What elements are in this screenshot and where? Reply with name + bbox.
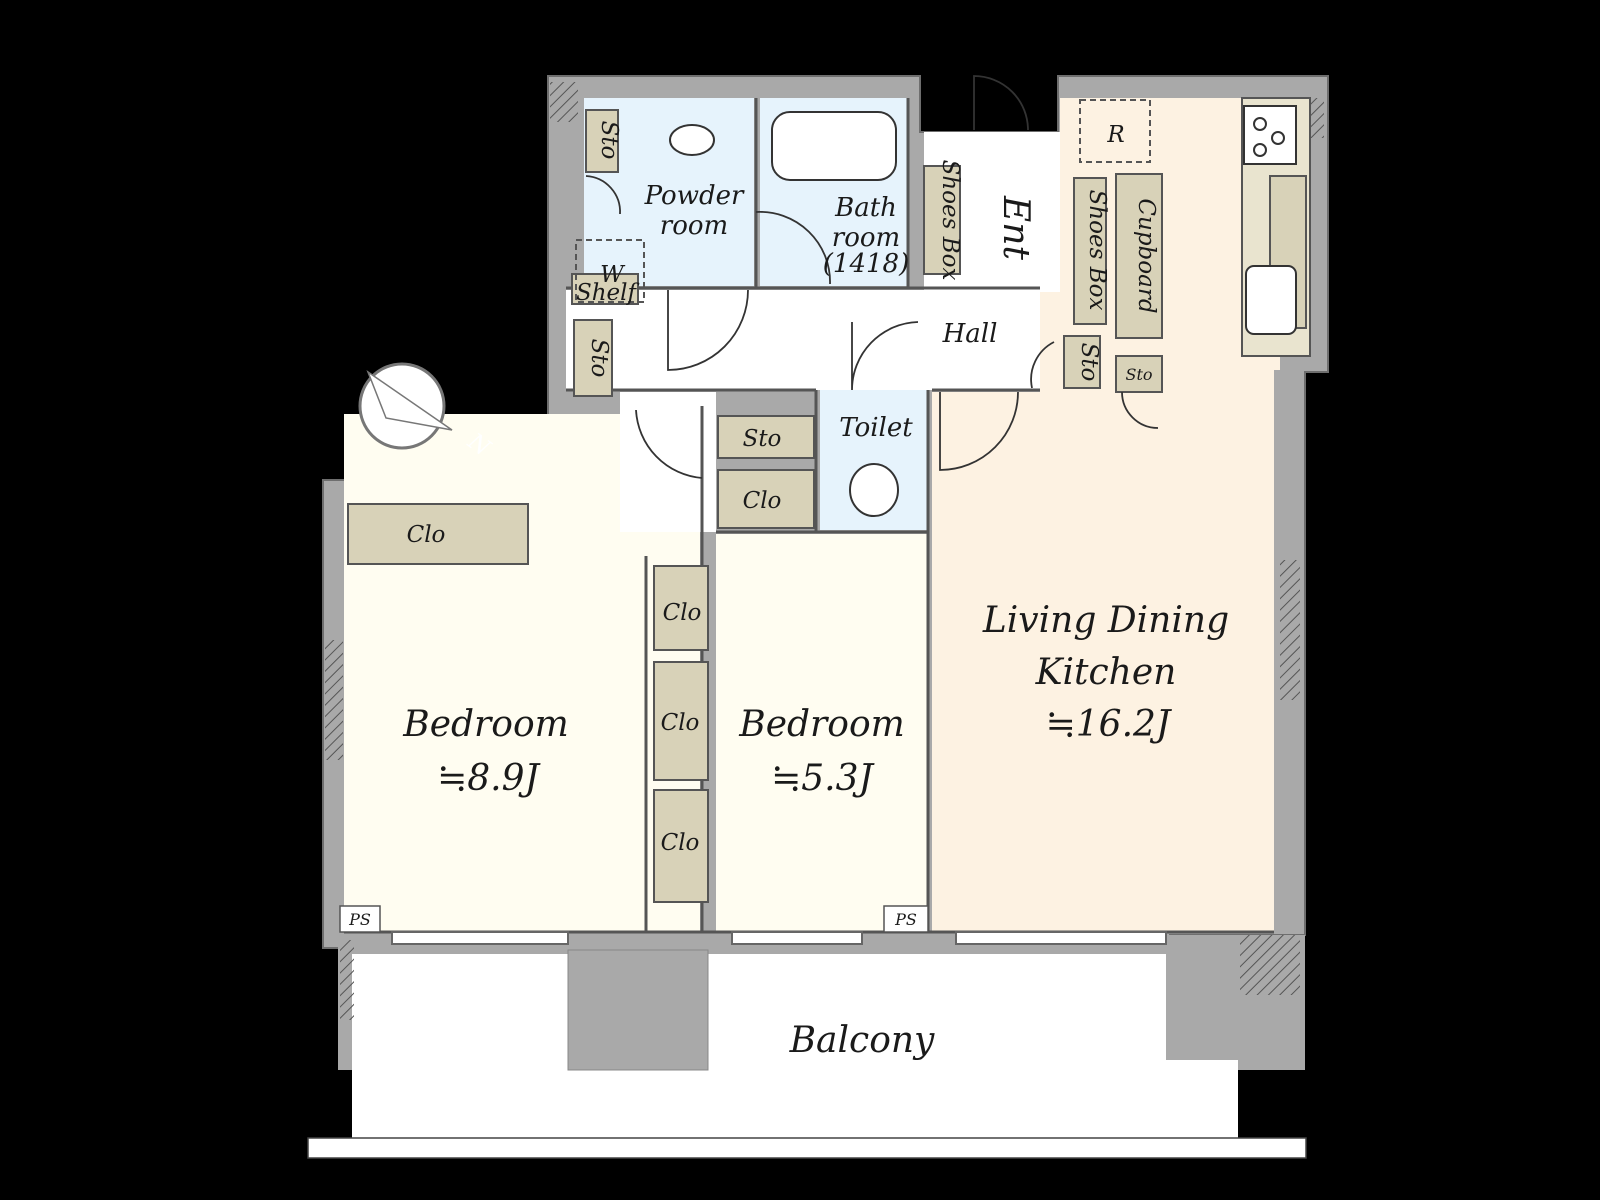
ps-right-label: PS <box>894 910 917 929</box>
window-lower-right <box>1240 935 1300 995</box>
ps-right <box>883 905 929 933</box>
clo-a-low2-label: Clo <box>661 830 700 856</box>
ldk-floor <box>932 98 1280 932</box>
cupboard-label: Cupboard <box>1133 198 1159 313</box>
compass <box>358 362 453 450</box>
clo-a-top-label: Clo <box>407 522 446 548</box>
window-lower-left <box>340 940 354 1020</box>
toilet-bowl-icon <box>849 463 899 517</box>
bathtub-icon <box>771 111 897 181</box>
bedroom-b-floor <box>716 534 928 932</box>
kitchen-sink-icon <box>1245 265 1297 335</box>
balcony-floor <box>352 954 1238 1138</box>
sto-mid <box>717 415 815 459</box>
ps-left <box>339 905 381 933</box>
washer-label: W <box>600 262 626 288</box>
bath-room-label-1: Bath <box>834 193 897 223</box>
ldk-size: ≒16.2J <box>1046 704 1173 745</box>
bath-room-label-3: (1418) <box>823 249 909 279</box>
bath-room-label-2: room <box>832 223 900 253</box>
sto-hall-left-label: Sto <box>586 339 612 378</box>
sto-ldk <box>1115 355 1163 393</box>
w-shelf <box>571 273 639 305</box>
shoes-box-right <box>1073 177 1107 325</box>
sto-ldk-label: Sto <box>1125 365 1152 384</box>
hall-floor <box>566 290 1040 390</box>
refrigerator-space <box>1079 99 1151 163</box>
shoes-box-left-label: Shoes Box <box>937 160 963 281</box>
shoes-box-right-label: Shoes Box <box>1084 190 1110 311</box>
sto-mid-label: Sto <box>743 426 782 452</box>
shelf-label: Shelf <box>576 280 640 306</box>
clo-a-side-label: Clo <box>663 600 702 626</box>
hall-label: Hall <box>942 319 998 349</box>
balcony-rail <box>307 1137 1307 1159</box>
sto-hall-left <box>573 319 613 397</box>
clo-bedroom-a-low2 <box>653 789 709 903</box>
window-right <box>1280 560 1300 700</box>
clo-mid <box>717 469 815 529</box>
bedroom-b-label: Bedroom <box>738 704 905 745</box>
clo-mid-label: Clo <box>743 488 782 514</box>
ldk-label-line1: Living Dining <box>982 600 1229 641</box>
clo-a-low1-label: Clo <box>661 710 700 736</box>
clo-bedroom-a-low1 <box>653 661 709 781</box>
sto-powder-label: Sto <box>596 121 622 160</box>
refrigerator-label: R <box>1106 122 1124 148</box>
bedroom-a-size: ≒8.9J <box>437 758 541 799</box>
clo-bedroom-a-top <box>347 503 529 565</box>
washer-space <box>575 239 645 303</box>
balcony-label: Balcony <box>789 1020 935 1061</box>
bedroom-b-size: ≒5.3J <box>771 758 875 799</box>
window-sashes <box>391 931 1167 945</box>
ps-left-label: PS <box>348 910 371 929</box>
sto-hall-right <box>1063 335 1101 389</box>
entrance-label: Ent <box>995 195 1036 260</box>
window-left <box>325 640 343 760</box>
toilet-label: Toilet <box>839 413 913 443</box>
bedroom-a-label: Bedroom <box>402 704 569 745</box>
window-top-left <box>550 82 578 122</box>
clo-bedroom-a-side <box>653 565 709 651</box>
powder-room-label-1: Powder <box>644 181 745 211</box>
ldk-label-line2: Kitchen <box>1035 652 1177 693</box>
sto-powder <box>585 109 619 173</box>
stove-icon <box>1243 105 1297 165</box>
balcony-column-left <box>567 949 709 1071</box>
sto-hall-right-label: Sto <box>1076 343 1102 382</box>
powder-room-label-2: room <box>660 211 728 241</box>
sink-icon <box>669 124 715 156</box>
shoes-box-left <box>923 165 961 275</box>
cupboard <box>1115 173 1163 339</box>
door-swings <box>585 75 1159 479</box>
